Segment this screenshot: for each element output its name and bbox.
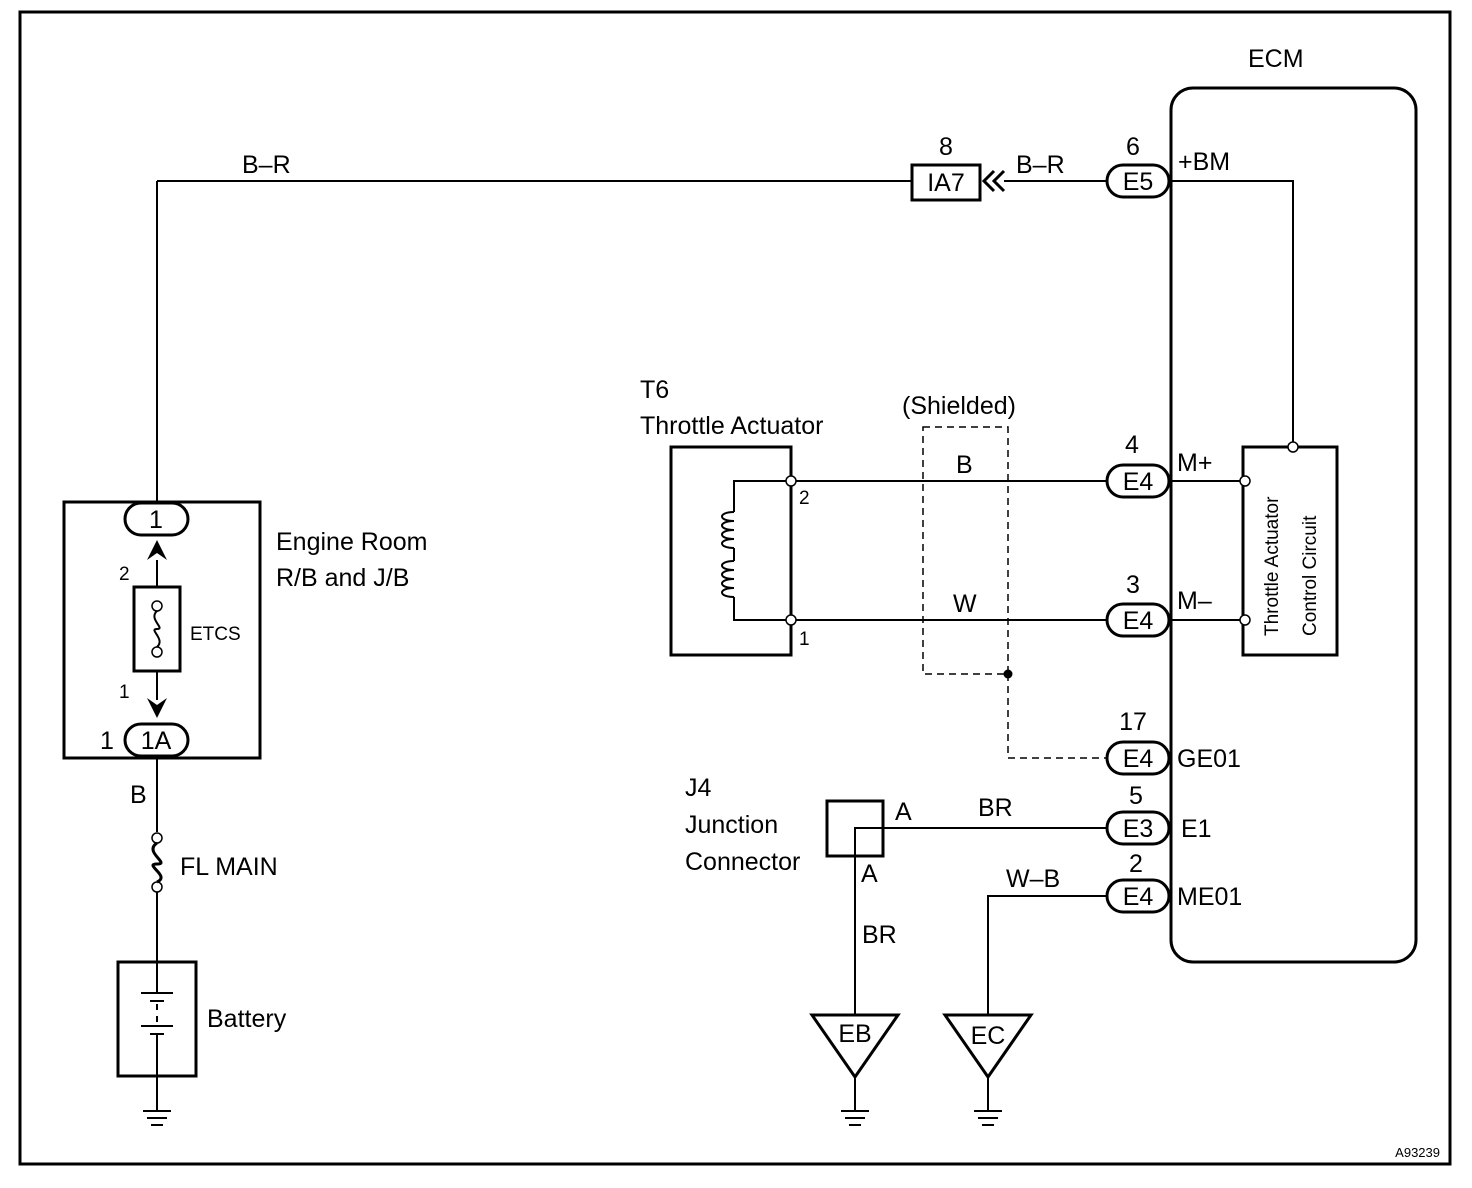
j4-pin-a-bottom: A bbox=[861, 860, 878, 888]
etcs-fuse-top-terminal bbox=[151, 600, 163, 612]
ground-ec-icon bbox=[974, 1077, 1002, 1126]
j4-line2: Connector bbox=[685, 848, 800, 876]
e4-mminus-signal: M– bbox=[1177, 587, 1212, 615]
mminus-wire-label: W bbox=[953, 590, 977, 618]
control-circuit-box bbox=[1241, 445, 1339, 657]
throttle-pin-bottom: 1 bbox=[799, 629, 810, 650]
control-circuit-mminus-terminal bbox=[1239, 614, 1251, 626]
e4-me01-connector bbox=[1105, 878, 1171, 914]
throttle-actuator-name: Throttle Actuator bbox=[640, 412, 823, 440]
control-circuit-mplus-terminal bbox=[1239, 475, 1251, 487]
me01-wire-label: W–B bbox=[1006, 865, 1060, 893]
ground-eb-symbol bbox=[809, 1013, 901, 1080]
throttle-pin1-terminal bbox=[785, 614, 797, 626]
e5-signal: +BM bbox=[1178, 148, 1230, 176]
e3-e1-signal: E1 bbox=[1181, 815, 1212, 843]
j4-code: J4 bbox=[685, 774, 712, 802]
ecm-box bbox=[1169, 86, 1418, 964]
ground-eb-label: EB bbox=[838, 1020, 871, 1048]
relay-block-pin-2: 2 bbox=[119, 564, 130, 585]
throttle-pin2-terminal bbox=[785, 475, 797, 487]
ia7-pin: 8 bbox=[939, 133, 953, 161]
etcs-fuse-bottom-terminal bbox=[151, 646, 163, 658]
ground-ec-label: EC bbox=[971, 1022, 1006, 1050]
e4-mminus-connector bbox=[1105, 602, 1171, 638]
ia7-connector bbox=[910, 163, 982, 202]
br-wire-right-label: B–R bbox=[1016, 151, 1065, 179]
j4-line1: Junction bbox=[685, 811, 778, 839]
e4-ge01-signal: GE01 bbox=[1177, 745, 1241, 773]
relay-block-conn-bottom bbox=[123, 722, 190, 758]
e5-connector bbox=[1105, 163, 1171, 199]
relay-block-pin-1: 1 bbox=[119, 682, 130, 703]
fusible-link-icon bbox=[151, 841, 163, 884]
e4-mminus-label: E4 bbox=[1123, 607, 1154, 635]
me01-wire bbox=[987, 895, 1107, 1015]
j4-br-wire bbox=[854, 827, 1107, 1015]
relay-block-pin-1-outer: 1 bbox=[100, 727, 114, 755]
mplus-wire-label: B bbox=[956, 451, 973, 479]
e4-me01-signal: ME01 bbox=[1177, 883, 1242, 911]
e4-ge01-label: E4 bbox=[1123, 745, 1154, 773]
e4-mplus-connector bbox=[1105, 463, 1171, 499]
e4-mplus-label: E4 bbox=[1123, 468, 1154, 496]
arrow-down-icon bbox=[147, 698, 167, 718]
e4-me01-label: E4 bbox=[1123, 883, 1154, 911]
motor-coil-lower-icon bbox=[721, 560, 735, 598]
throttle-pin-top: 2 bbox=[799, 488, 810, 509]
bm-internal-wire bbox=[1171, 180, 1294, 446]
control-circuit-bm-terminal bbox=[1287, 441, 1299, 453]
e5-pin: 6 bbox=[1126, 133, 1140, 161]
etcs-fuse-icon bbox=[153, 610, 161, 648]
relay-block-conn-bottom-label: 1A bbox=[141, 727, 172, 755]
diagram-frame bbox=[18, 10, 1452, 1166]
shield-label: (Shielded) bbox=[902, 392, 1016, 420]
relay-block-conn-top-label: 1 bbox=[149, 506, 163, 534]
control-circuit-leads bbox=[1171, 480, 1240, 621]
fl-main-label: FL MAIN bbox=[180, 853, 278, 881]
relay-block-line2: R/B and J/B bbox=[276, 564, 409, 592]
arrow-up-icon bbox=[147, 540, 167, 560]
figure-id: A93239 bbox=[1395, 1145, 1440, 1160]
throttle-motor-leads bbox=[733, 480, 791, 621]
ground-ec-symbol bbox=[942, 1013, 1034, 1080]
e3-e1-connector bbox=[1105, 810, 1171, 846]
relay-block-conn-top bbox=[123, 501, 190, 537]
e4-mplus-pin: 4 bbox=[1125, 431, 1139, 459]
control-circuit-line2: Control Circuit bbox=[1300, 515, 1321, 636]
battery-feed-wire-label: B bbox=[130, 781, 147, 809]
e4-mplus-signal: M+ bbox=[1177, 449, 1212, 477]
throttle-actuator-box bbox=[669, 445, 793, 657]
j4-pin-a-top: A bbox=[895, 798, 912, 826]
e3-e1-label: E3 bbox=[1123, 815, 1154, 843]
ecm-title: ECM bbox=[1248, 45, 1304, 73]
e4-mminus-pin: 3 bbox=[1126, 571, 1140, 599]
fl-main-top-terminal bbox=[151, 832, 163, 844]
control-circuit-line1: Throttle Actuator bbox=[1262, 496, 1283, 636]
etcs-fuse-label: ETCS bbox=[190, 624, 241, 645]
br-wire-left-label: B–R bbox=[242, 151, 291, 179]
e4-ge01-connector bbox=[1105, 740, 1171, 776]
e1-wire-label: BR bbox=[978, 794, 1013, 822]
motor-coil-upper-icon bbox=[721, 511, 735, 549]
throttle-actuator-code: T6 bbox=[640, 376, 669, 404]
battery-cell-icon bbox=[141, 962, 173, 1076]
e5-label: E5 bbox=[1123, 168, 1154, 196]
ia7-label: IA7 bbox=[927, 169, 965, 197]
shield-drain-wire bbox=[1007, 674, 1107, 759]
ia7-chevron-icon bbox=[981, 169, 1006, 193]
j4-down-wire-label: BR bbox=[862, 921, 897, 949]
e4-me01-pin: 2 bbox=[1129, 850, 1143, 878]
ground-eb-icon bbox=[841, 1077, 869, 1126]
relay-block-line1: Engine Room bbox=[276, 528, 427, 556]
battery-label: Battery bbox=[207, 1005, 287, 1033]
e4-ge01-pin: 17 bbox=[1119, 708, 1147, 736]
e3-e1-pin: 5 bbox=[1129, 782, 1143, 810]
fl-main-bottom-terminal bbox=[151, 881, 163, 893]
battery-ground-icon bbox=[143, 1076, 171, 1126]
